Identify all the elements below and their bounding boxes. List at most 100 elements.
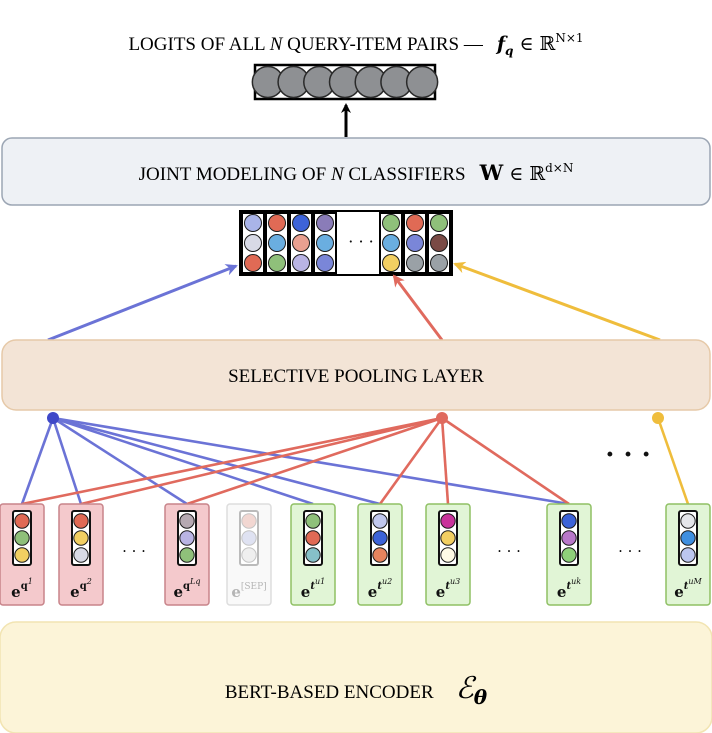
embedding-dim-circle bbox=[73, 547, 89, 563]
embedding-dim-circle bbox=[561, 513, 577, 529]
encoder-text: BERT-BASED ENCODER bbox=[225, 682, 434, 703]
token-card-query: eq1 bbox=[0, 503, 45, 606]
logits-math-f: f bbox=[495, 33, 508, 55]
embedding-dim-circle bbox=[179, 513, 195, 529]
embedding-dim-circle bbox=[440, 513, 456, 529]
embedding-dim-circle bbox=[14, 530, 30, 546]
blue-pool-node bbox=[47, 412, 59, 424]
joint-math-sup: d×N bbox=[545, 161, 573, 175]
embedding-dim-circle bbox=[561, 547, 577, 563]
red-connection-line bbox=[440, 417, 450, 505]
token-label: etu1 bbox=[301, 577, 325, 601]
embedding-dim-circle bbox=[372, 513, 388, 529]
embedding-dim-circle bbox=[241, 547, 257, 563]
classifier-weight-circle bbox=[430, 214, 448, 232]
classifier-weight-circle bbox=[316, 254, 334, 272]
token-card-sep: e[SEP] bbox=[226, 503, 272, 606]
red-connection-line bbox=[80, 416, 443, 506]
embedding-dim-circle bbox=[73, 513, 89, 529]
embedding-dim-circle bbox=[372, 547, 388, 563]
embedding-dim-circle bbox=[440, 530, 456, 546]
token-card-item: etu3 bbox=[425, 503, 471, 606]
embedding-dim-circle bbox=[73, 530, 89, 546]
embedding-dim-circle bbox=[179, 547, 195, 563]
embedding-dim-circle bbox=[14, 513, 30, 529]
item-ellipsis-1: · · · bbox=[497, 542, 521, 560]
token-label: etuk bbox=[557, 577, 581, 601]
embedding-dim-circle bbox=[305, 547, 321, 563]
yellow-pool-arrow bbox=[453, 261, 661, 342]
red-pool-node bbox=[436, 412, 448, 424]
joint-label-n: N bbox=[330, 164, 345, 185]
logits-title-before: LOGITS OF ALL bbox=[128, 34, 269, 55]
token-embeddings: eq1 eq2 eqLq e[SEP] etu1 etu2 etu3 etuk etuM bbox=[0, 503, 711, 606]
token-card-item: etuk bbox=[546, 503, 592, 606]
blue-connection-line bbox=[52, 416, 381, 506]
embedding-dim-circle bbox=[680, 513, 696, 529]
encoder-symbol: ℰ bbox=[456, 671, 477, 706]
classifier-column bbox=[289, 212, 313, 274]
classifier-weight-circle bbox=[316, 234, 334, 252]
token-label: eqLq bbox=[174, 577, 201, 601]
embedding-dim-circle bbox=[241, 513, 257, 529]
token-label: etu3 bbox=[436, 577, 460, 601]
embedding-dim-circle bbox=[241, 530, 257, 546]
classifier-weight-circle bbox=[292, 254, 310, 272]
embedding-dim-circle bbox=[680, 530, 696, 546]
embedding-dim-circle bbox=[440, 547, 456, 563]
embedding-dim-circle bbox=[14, 547, 30, 563]
classifier-weight-circle bbox=[382, 214, 400, 232]
blue-connection-line bbox=[51, 417, 83, 505]
token-card-query: eqLq bbox=[164, 503, 210, 606]
red-connection-line bbox=[21, 416, 443, 506]
yellow-pool-node bbox=[652, 412, 664, 424]
classifier-column bbox=[403, 212, 427, 274]
token-card-query: eq2 bbox=[58, 503, 104, 606]
classifier-weight-circle bbox=[430, 234, 448, 252]
embedding-dim-circle bbox=[305, 513, 321, 529]
token-label: etuM bbox=[674, 577, 702, 601]
logits-math-sup: N×1 bbox=[555, 31, 583, 45]
red-connection-line bbox=[186, 416, 443, 506]
item-ellipsis-2: · · · bbox=[618, 542, 642, 560]
token-card-item: etuM bbox=[665, 503, 711, 606]
logit-vector bbox=[251, 63, 439, 101]
logits-title: LOGITS OF ALL N QUERY-ITEM PAIRS —fq ∈ ℝ… bbox=[128, 31, 583, 58]
joint-math-w: W bbox=[479, 160, 504, 185]
classifier-weight-circle bbox=[406, 214, 424, 232]
classifier-weight-circle bbox=[244, 234, 262, 252]
blue-pool-arrow bbox=[47, 264, 238, 342]
embedding-dim-circle bbox=[680, 547, 696, 563]
token-card-item: etu1 bbox=[290, 503, 336, 606]
yellow-connection-line bbox=[656, 417, 690, 505]
pooling-connections bbox=[20, 416, 690, 506]
joint-label-before: JOINT MODELING OF bbox=[139, 164, 331, 185]
classifier-weight-circle bbox=[292, 234, 310, 252]
logits-math-sub: q bbox=[505, 44, 513, 58]
pooling-ellipsis: · · · bbox=[605, 440, 650, 470]
classifier-weight-circle bbox=[316, 214, 334, 232]
token-label: etu2 bbox=[368, 577, 392, 601]
token-card-item: etu2 bbox=[357, 503, 403, 606]
classifier-weight-circle bbox=[244, 254, 262, 272]
matrix-ellipsis: · · · bbox=[348, 232, 373, 251]
embedding-dim-circle bbox=[561, 530, 577, 546]
embedding-dim-circle bbox=[179, 530, 195, 546]
classifier-weight-circle bbox=[268, 254, 286, 272]
selective-pooling-label: SELECTIVE POOLING LAYER bbox=[228, 366, 484, 387]
classifier-weight-circle bbox=[268, 214, 286, 232]
blue-connection-line bbox=[52, 416, 314, 506]
classifier-column bbox=[313, 212, 337, 274]
logit-circle bbox=[405, 65, 439, 99]
classifier-weight-circle bbox=[244, 214, 262, 232]
joint-math-rest: ∈ ℝ bbox=[503, 163, 545, 185]
classifier-column bbox=[427, 212, 451, 274]
blue-connection-line bbox=[52, 416, 188, 506]
classifier-weight-circle bbox=[406, 254, 424, 272]
classifier-weight-circle bbox=[430, 254, 448, 272]
